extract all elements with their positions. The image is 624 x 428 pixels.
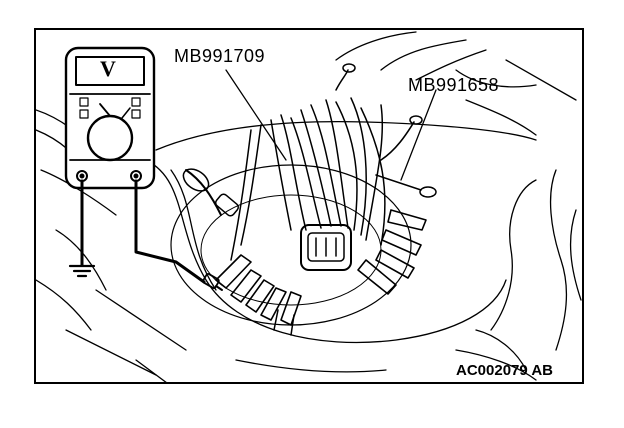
leader-line-tool-a	[225, 69, 287, 161]
illustration	[36, 31, 582, 382]
background-vehicle-outline	[36, 31, 582, 382]
callout-tool-mb991658: MB991658	[408, 75, 500, 95]
meter-leads	[80, 179, 223, 291]
ground-icon	[68, 264, 96, 278]
figure-frame: V MB991709 MB991658 AC002079 AB	[34, 28, 584, 384]
leader-line-tool-b	[400, 89, 437, 181]
callout-tool-mb991709: MB991709	[174, 46, 266, 66]
meter-display-text: V	[100, 56, 117, 81]
figure-id-label: AC002079 AB	[456, 362, 553, 379]
multimeter	[64, 46, 156, 190]
fuel-pump-harness	[170, 63, 437, 336]
